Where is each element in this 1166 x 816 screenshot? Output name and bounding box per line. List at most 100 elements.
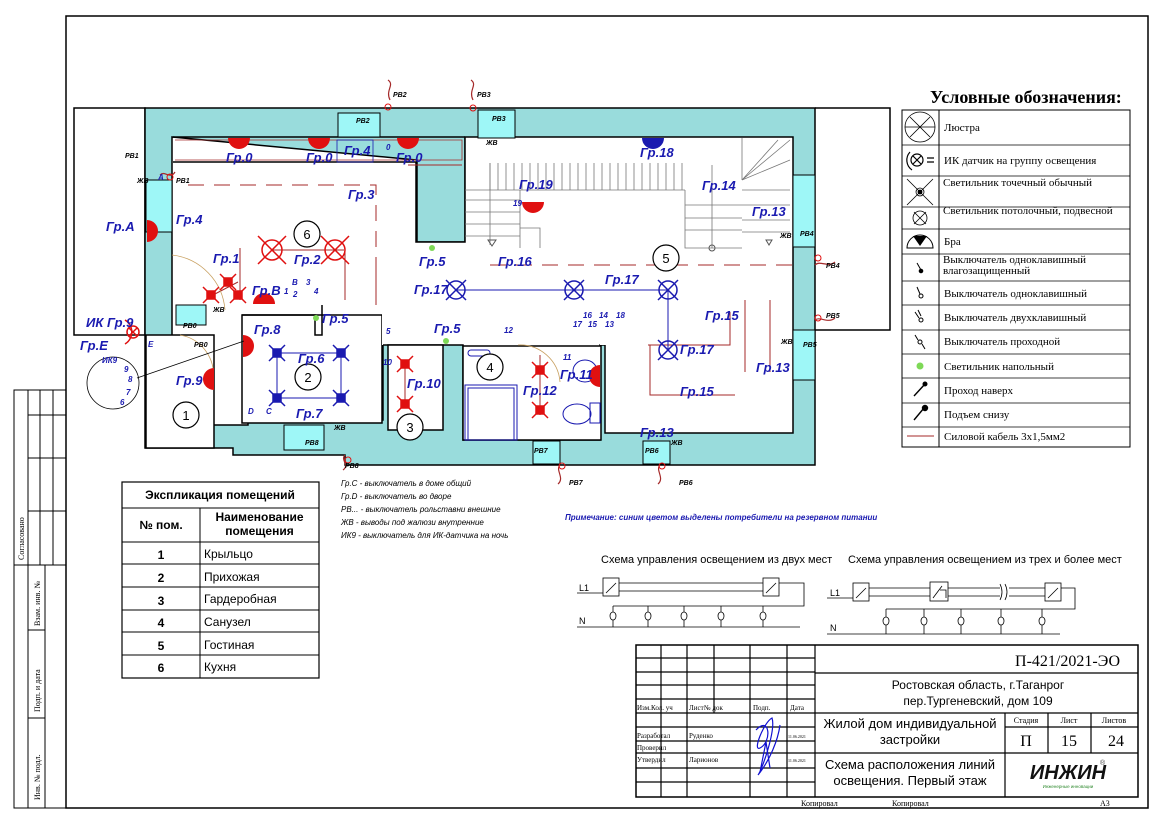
tag: 5 (386, 327, 391, 336)
spot-light-icon (229, 286, 247, 304)
group-label: Гр.0 (396, 150, 423, 165)
room-number-badge (476, 353, 504, 381)
lamp-icon (759, 611, 767, 621)
company-logo: ИНЖИН Инженерные инновации ® (1030, 759, 1107, 789)
logo-subtitle: Инженерные инновации (1043, 784, 1094, 789)
chandelier-icon (657, 279, 679, 301)
explication-name: Прихожая (204, 570, 260, 584)
address-line-2: пер.Тургеневский, дом 109 (903, 694, 1053, 708)
tb-col-header: Дата (790, 704, 805, 712)
ceiling-light-icon (912, 210, 928, 226)
group-label: Гр.13 (752, 204, 786, 219)
group-label: Гр.9 (176, 373, 203, 388)
riser-up-icon (913, 381, 928, 397)
reserve-note: Примечание: синим цветом выделены потреб… (565, 513, 877, 522)
group-label: Гр.5 (434, 321, 461, 336)
room-number-badge (293, 220, 321, 248)
group-label: Гр.А (106, 219, 135, 234)
tag: B (292, 278, 298, 287)
chandelier-icon (657, 339, 679, 361)
tb-role: Проверил (637, 744, 667, 752)
tb-col-header: № док (704, 704, 723, 712)
floor-plan: 1 2 3 4 5 6 Гр.0 Гр.0 Гр.0 Гр.4 Гр.18 Гр… (73, 79, 891, 487)
room-number: 4 (486, 360, 493, 375)
tag: РВ1 (176, 178, 190, 185)
ik9-detail (86, 356, 140, 410)
group-label: Гр.12 (523, 383, 557, 398)
tag: 3 (306, 278, 311, 287)
sconce-icon (522, 202, 544, 213)
tag: 0 (386, 143, 391, 152)
copied-label: Копировал (801, 799, 838, 808)
group-label: Гр.13 (756, 360, 790, 375)
group-label: Гр.B (252, 283, 281, 298)
group-label: Гр.14 (702, 178, 736, 193)
tb-col-header: Лист (689, 704, 704, 712)
window (532, 440, 561, 465)
lamp-icon (997, 616, 1005, 626)
legend-label: Светильник точечный обычный (943, 178, 1093, 189)
tag: 2 (292, 290, 298, 299)
sheets-value: 24 (1108, 733, 1124, 750)
signature (755, 717, 781, 776)
group-label: Гр.11 (560, 367, 593, 382)
group-label: Гр.3 (348, 187, 375, 202)
tag: 4 (313, 287, 319, 296)
group-label: Гр.6 (298, 351, 325, 366)
group-label: Гр.19 (519, 177, 553, 192)
spot-light-icon (531, 401, 549, 419)
tag: РВ4 (826, 263, 840, 270)
scheme-n: N (830, 623, 837, 633)
group-label: Гр.16 (498, 254, 532, 269)
window (477, 109, 516, 139)
scheme-l1: L1 (830, 588, 840, 598)
floor-lamp-icon (916, 362, 924, 370)
room-number: 3 (406, 420, 413, 435)
waterproof-switch-icon (916, 262, 924, 274)
group-label: Гр.17 (605, 272, 639, 287)
legend-label: Выключатель проходной (944, 336, 1060, 348)
window (283, 424, 325, 451)
spot-light-icon (219, 273, 237, 291)
tb-date: 11.06.2021 (788, 758, 806, 763)
floor-lamp-icon (429, 245, 435, 251)
tag: РВ6 (645, 448, 659, 455)
sheet-header: Лист (1061, 716, 1078, 725)
logo-registered: ® (1100, 759, 1106, 767)
lamp-icon (609, 611, 617, 621)
tb-role: Утвердил (637, 756, 666, 764)
room-number-badge (294, 363, 322, 391)
group-label: Гр.0 (306, 150, 333, 165)
tag: РВ8 (345, 463, 359, 470)
ir-sensor-icon (124, 319, 140, 345)
note-line: ИК9 - выключатель для ИК-датчика на ночь (341, 531, 508, 540)
legend-label: Светильник напольный (944, 361, 1054, 373)
legend-label: ИК датчик на группу освещения (944, 155, 1096, 167)
legend-label: Люстра (944, 122, 980, 134)
scheme-two-places: Схема управления освещением из двух мест… (577, 554, 832, 628)
room-number: 2 (304, 370, 311, 385)
room-kitchen (173, 138, 792, 432)
object-line-2: застройки (880, 732, 940, 747)
explication-name: Крыльцо (204, 547, 253, 561)
group-label: Гр.8 (254, 322, 281, 337)
group-label: Гр.4 (344, 143, 371, 158)
sconce-icon (228, 138, 250, 149)
explication-name: Кухня (204, 660, 236, 674)
room-number-badge (172, 401, 200, 429)
tag: РВ5 (803, 342, 817, 349)
note-line: ЖВ - выводы под жалюзи внутренние (340, 518, 484, 527)
explication-num: 4 (158, 616, 165, 630)
tag: РВ0 (194, 342, 208, 349)
tag: C (266, 407, 272, 416)
tag: 11 (563, 353, 572, 362)
legend-label: Подъем снизу (944, 409, 1010, 421)
room-number: 6 (303, 227, 310, 242)
explication-num: 5 (158, 639, 165, 653)
spot-light-icon (332, 344, 350, 362)
sheet-value: 15 (1061, 733, 1077, 750)
group-label: Гр.18 (640, 145, 674, 160)
explication-title: Экспликация помещений (145, 488, 295, 502)
sheets-header: Листов (1102, 716, 1127, 725)
sconce-icon (243, 335, 254, 357)
